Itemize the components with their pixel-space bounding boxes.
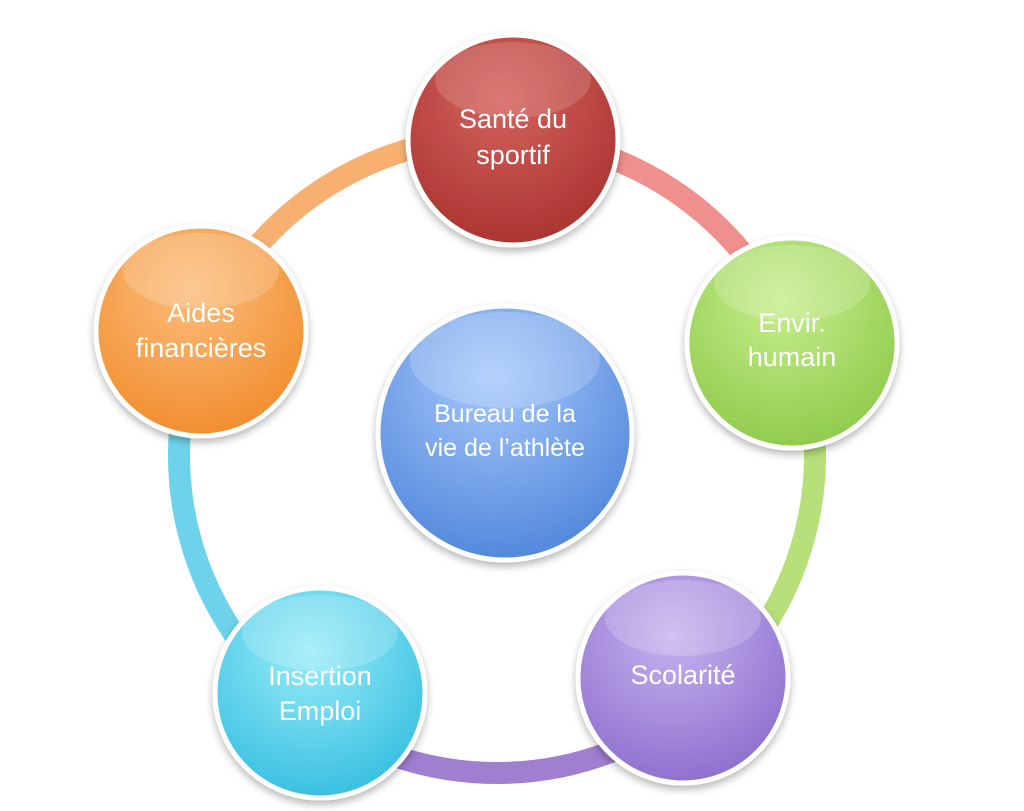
node-envir-line1: Envir.	[758, 308, 826, 338]
node-aides-financieres: Aides financières	[93, 223, 309, 439]
node-envir-line2: humain	[748, 342, 837, 372]
center-label-line2: vie de l’athlète	[425, 434, 585, 462]
node-sante-line2: sportif	[476, 140, 550, 170]
center-label-line1: Bureau de la	[434, 400, 576, 428]
node-aides-line2: financières	[136, 333, 267, 363]
node-scolarite: Scolarité	[575, 570, 791, 786]
node-insertion-line2: Emploi	[279, 696, 362, 726]
node-envir-humain: Envir. humain	[684, 235, 900, 451]
node-sante-line1: Santé du	[459, 104, 567, 134]
node-aides-line1: Aides	[167, 298, 235, 328]
node-insertion-emploi: Insertion Emploi	[212, 585, 428, 801]
node-insertion-line1: Insertion	[268, 661, 372, 691]
node-scolarite-line1: Scolarité	[630, 660, 735, 690]
center-node: Bureau de la vie de l’athlète	[375, 303, 635, 563]
node-sante-du-sportif: Santé du sportif	[405, 32, 621, 248]
